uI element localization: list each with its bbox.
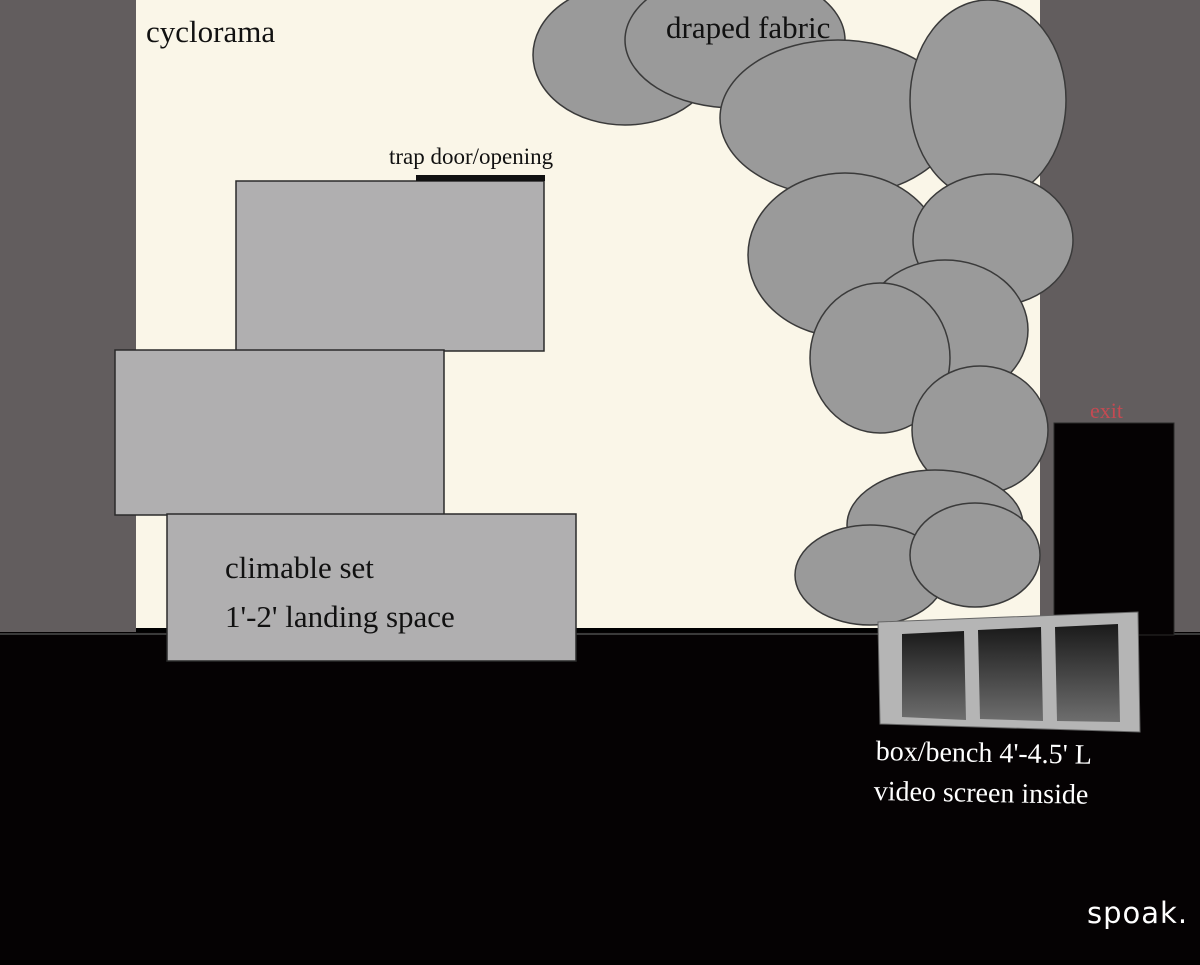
- draped-fabric: [532, 0, 1074, 626]
- climbable-set: [114, 180, 577, 662]
- exit-door: [1053, 422, 1175, 636]
- set-block-bottom: [166, 513, 577, 662]
- video-screen-1: [902, 631, 966, 720]
- cyclorama-label: cyclorama: [146, 14, 276, 49]
- climbable-set-label: climable set: [225, 550, 374, 585]
- left-wall: [0, 0, 136, 640]
- bench-box: [877, 611, 1141, 733]
- bench-label: box/bench 4'-4.5' L: [875, 736, 1093, 771]
- set-block-top: [235, 180, 545, 352]
- video-screen-3: [1055, 624, 1120, 722]
- landing-space-label: 1'-2' landing space: [225, 599, 455, 634]
- video-screen-label: video screen inside: [873, 776, 1089, 811]
- spoak-logo: spoak.: [1087, 896, 1189, 930]
- exit-sign: exit: [1090, 398, 1123, 423]
- trap-door-label: trap door/opening: [389, 144, 554, 169]
- trap-door-opening: [416, 175, 545, 181]
- set-block-middle: [114, 349, 445, 516]
- video-screen-2: [978, 627, 1043, 721]
- draped-fabric-label: draped fabric: [666, 10, 831, 45]
